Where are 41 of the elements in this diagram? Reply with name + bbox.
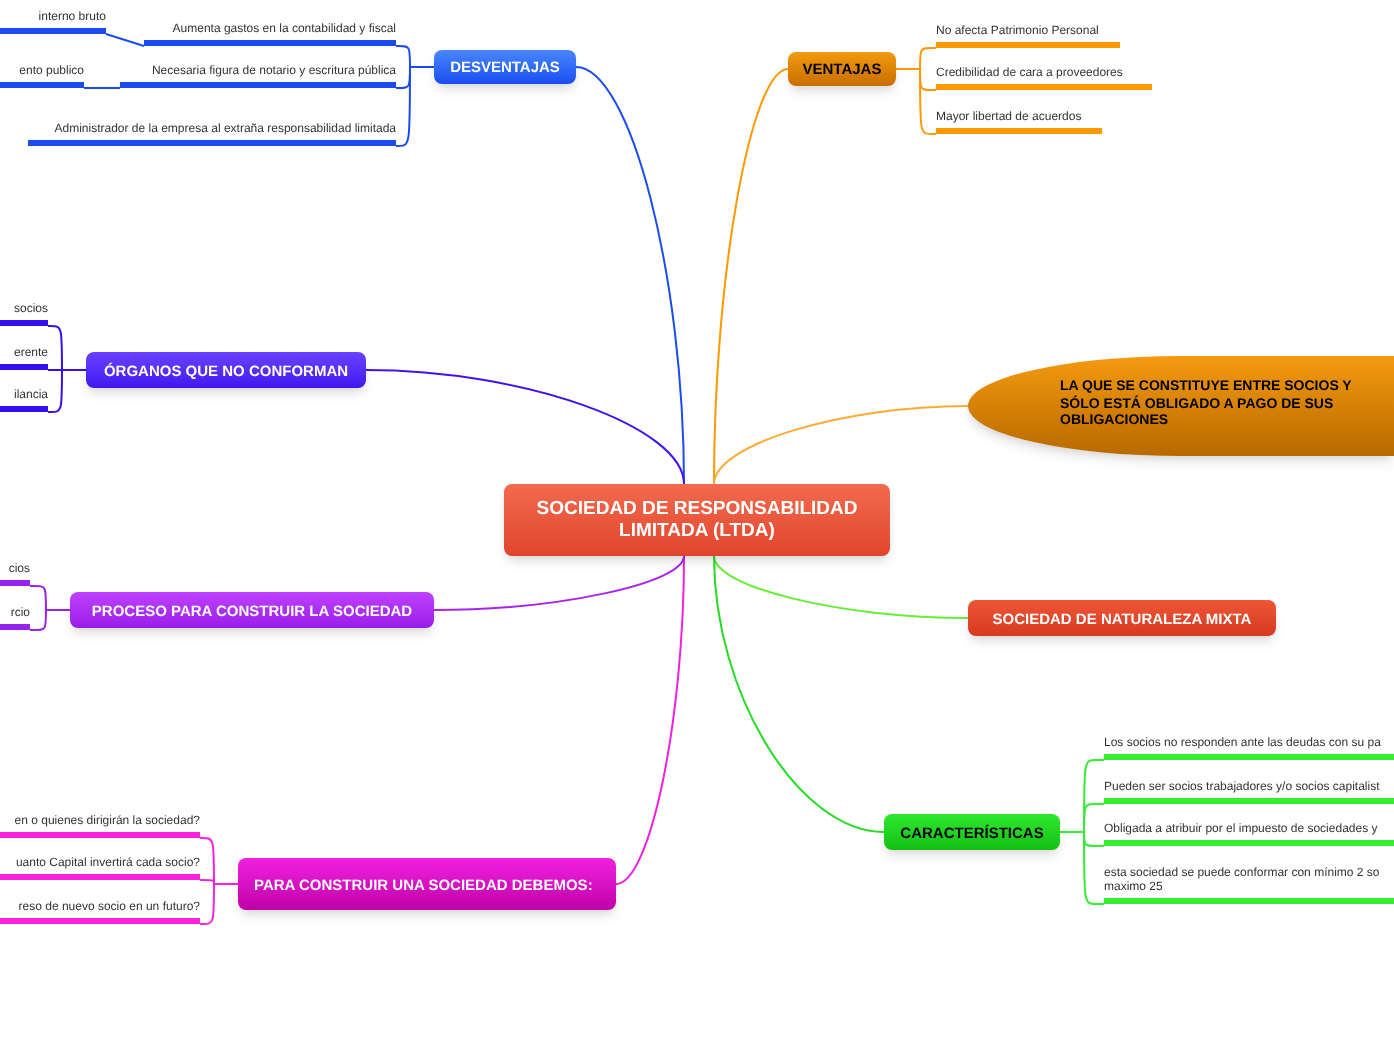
leaf-topic: [1104, 734, 1394, 760]
main-topic: [238, 858, 616, 910]
connector: [713, 405, 969, 485]
main-topic: [434, 50, 576, 84]
leaf-topic: [0, 560, 30, 586]
leaf-topic: [936, 64, 1152, 90]
leaf-topic: [120, 62, 396, 88]
leaf-topic: [0, 854, 200, 880]
connector: [615, 555, 685, 885]
main-topic: [968, 600, 1276, 636]
leaf-topic: [0, 344, 48, 370]
leaf-topic: [936, 22, 1120, 48]
main-topic: [70, 592, 434, 628]
connector: [83, 87, 121, 89]
topic-label: SOCIEDAD DE RESPONSABILIDAD LIMITADA (LTDA): [534, 497, 860, 543]
main-topic: [788, 52, 896, 86]
connector: [47, 369, 87, 413]
ellipse-topic: [968, 356, 1394, 456]
main-topic: [86, 352, 366, 388]
connector: [713, 555, 885, 833]
leaf-topic: [0, 898, 200, 924]
connector: [895, 68, 937, 135]
leaf-topic: [0, 8, 106, 34]
leaf-topic: [0, 62, 84, 88]
connector: [105, 33, 145, 47]
leaf-topic: [0, 812, 200, 838]
leaf-topic: [0, 300, 48, 326]
connector: [199, 883, 239, 925]
connector: [433, 555, 685, 611]
connector: [713, 68, 789, 485]
leaf-topic: [1104, 778, 1394, 804]
leaf-topic: [936, 108, 1102, 134]
main-topic: [884, 814, 1060, 850]
connector: [365, 369, 685, 485]
leaf-topic: [144, 20, 396, 46]
leaf-topic: [0, 604, 30, 630]
leaf-topic: [1104, 820, 1394, 846]
leaf-topic: [0, 386, 48, 412]
central-topic: [504, 484, 890, 556]
connector: [29, 609, 71, 631]
connector: [713, 555, 969, 619]
